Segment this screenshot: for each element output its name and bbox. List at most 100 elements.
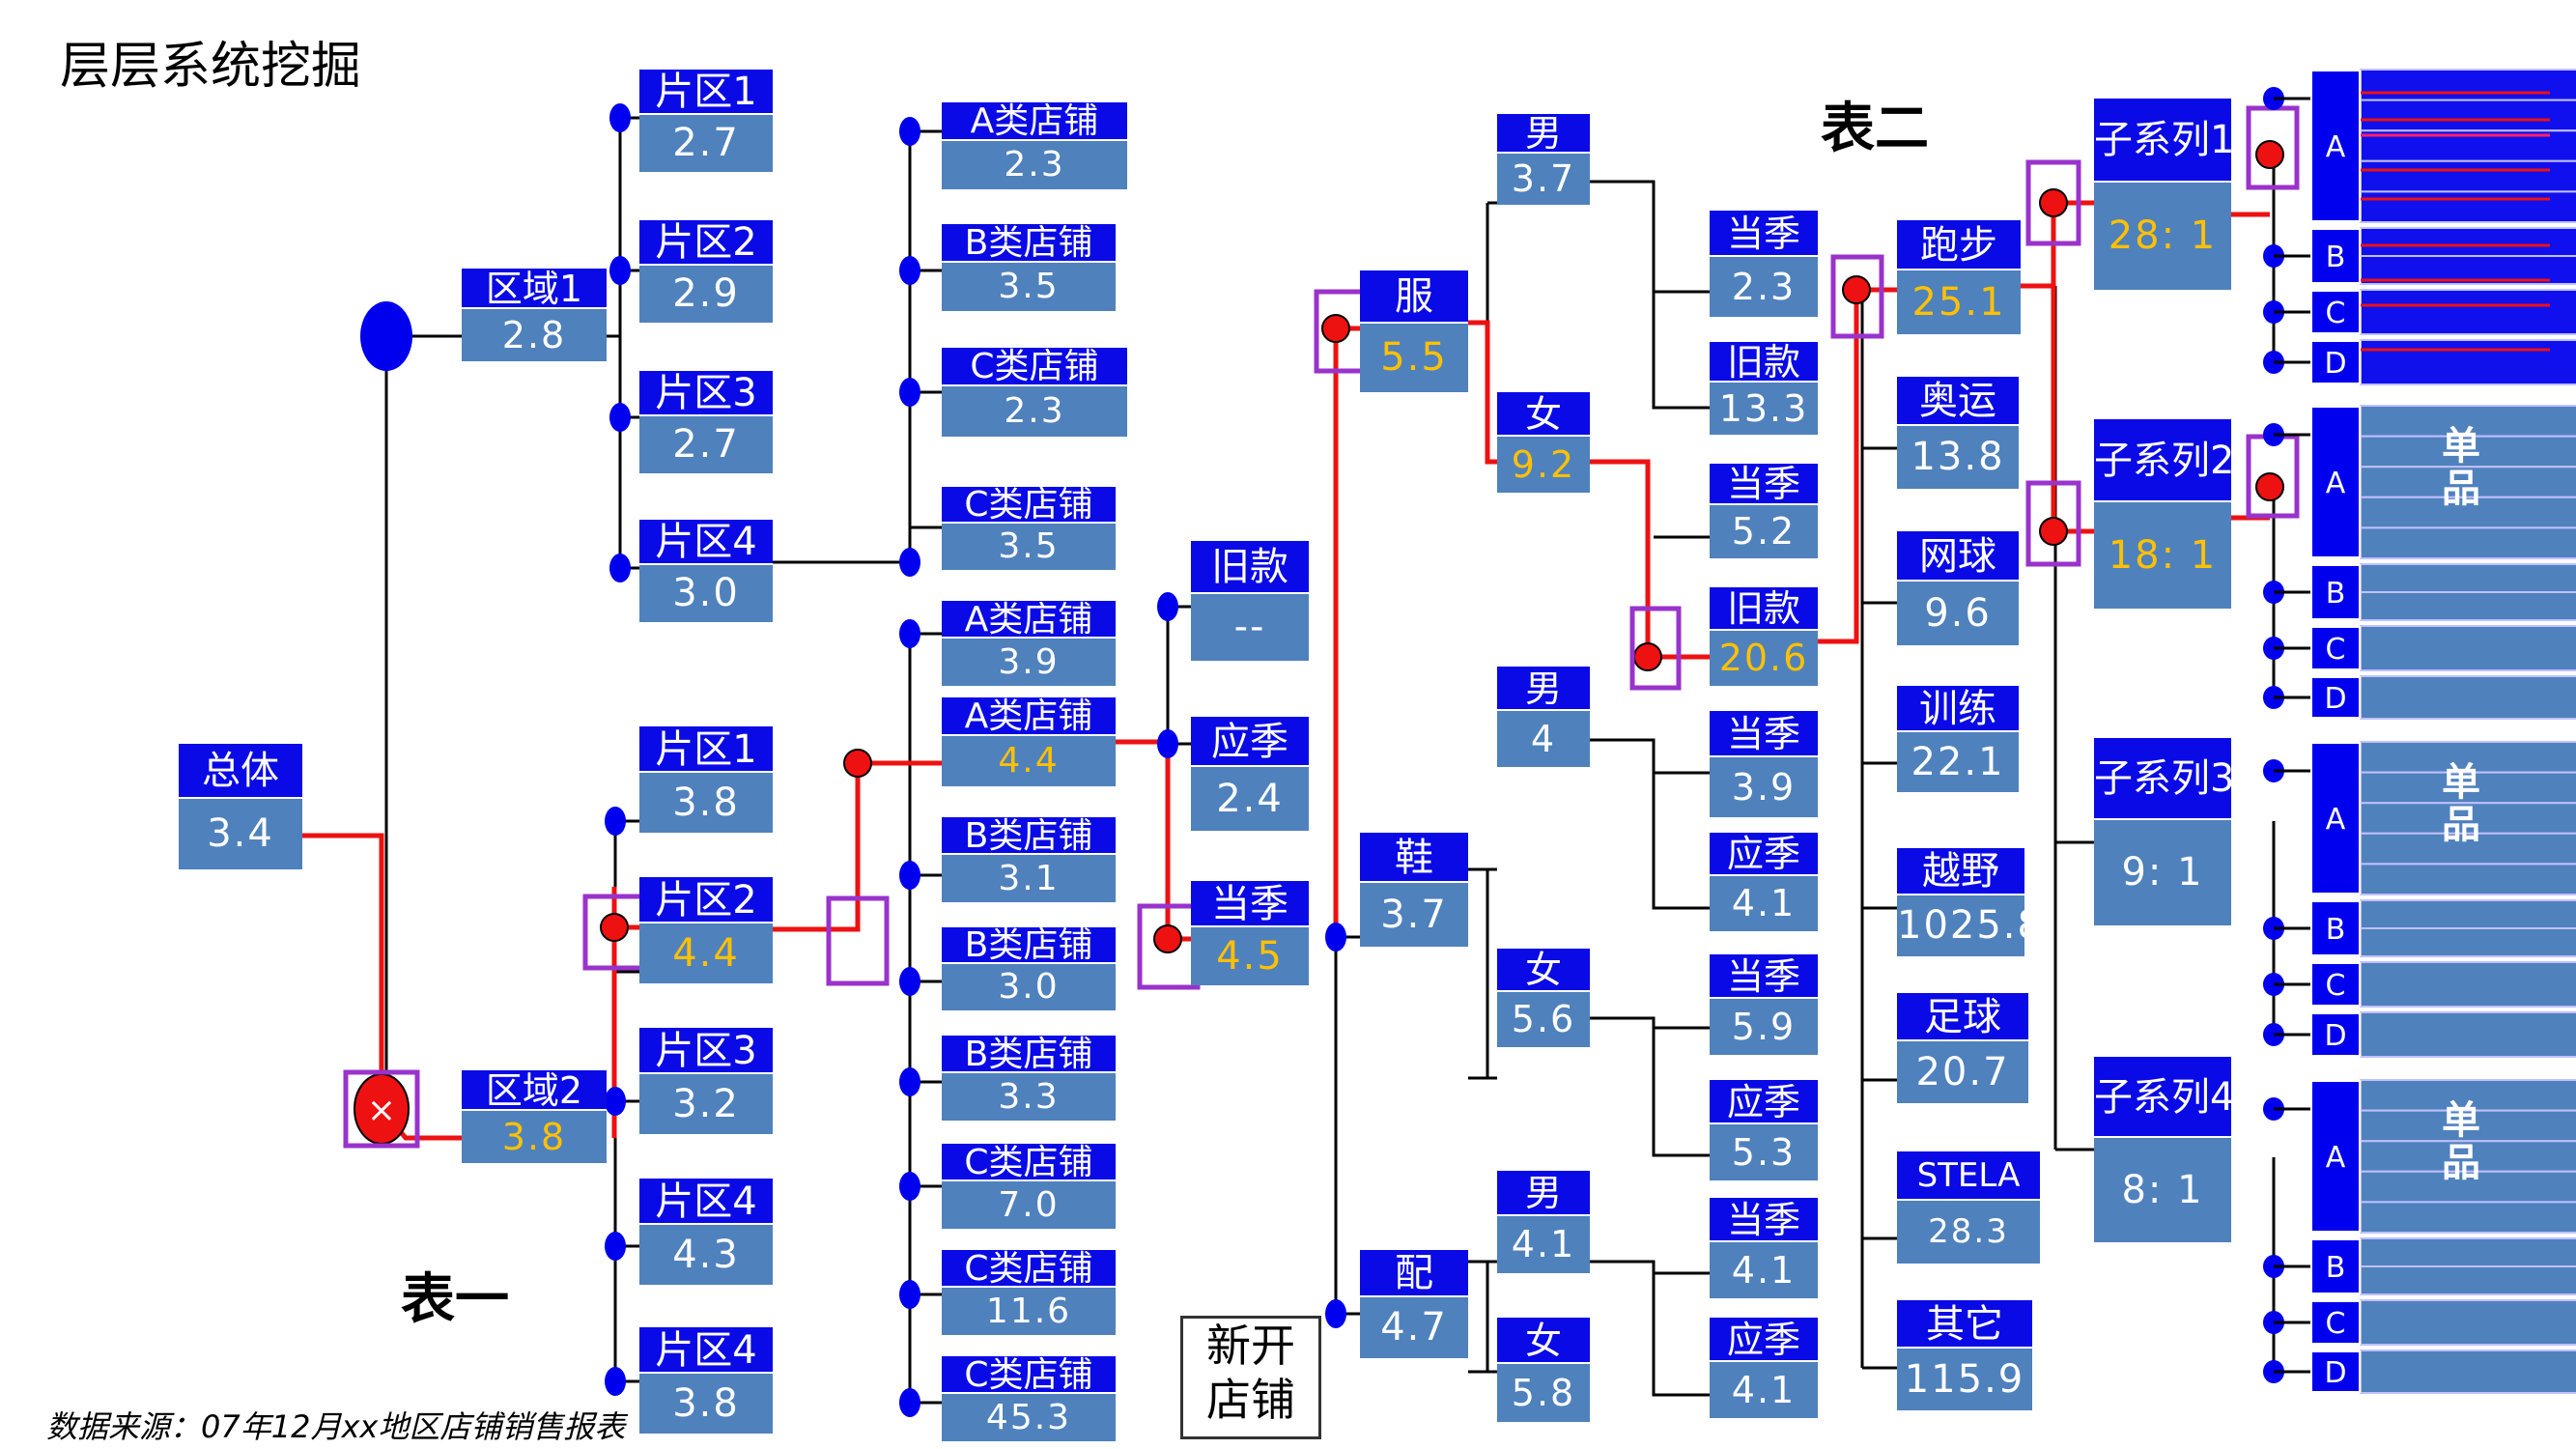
node-label: 片区4	[639, 1327, 773, 1374]
node-value: 2.3	[942, 384, 1127, 437]
single-item-label: 单品	[2442, 424, 2480, 511]
highlight-path	[1116, 739, 1191, 942]
node-value: 3.5	[942, 522, 1116, 570]
selection-box	[1830, 254, 1884, 339]
node-label: B类店铺	[942, 1036, 1116, 1073]
item-strip	[2360, 190, 2576, 223]
abcd-block: C	[2310, 962, 2361, 1007]
item-strip	[2360, 863, 2576, 895]
item-strip	[2360, 526, 2576, 559]
node-value: 2.3	[942, 139, 1127, 189]
node-label: B类店铺	[942, 224, 1116, 263]
junction-dot	[899, 1067, 920, 1096]
item-strip	[2360, 159, 2576, 193]
junction-dot	[1325, 1299, 1346, 1328]
node-value: 5.6	[1497, 990, 1590, 1047]
new-store-callout: 新开 店铺	[1180, 1316, 1321, 1439]
node-label: 子系列3	[2094, 738, 2231, 820]
node-value: 5.2	[1710, 503, 1818, 558]
node-label: 区域1	[462, 269, 607, 309]
item-strip	[2360, 961, 2576, 1008]
node-label: A类店铺	[942, 601, 1116, 639]
selected-dot	[1842, 275, 1871, 304]
node-label: 男	[1497, 114, 1590, 154]
junction-dot	[899, 861, 920, 890]
selection-box	[1629, 606, 1682, 691]
junction-dot	[899, 1280, 920, 1309]
node-label: 片区2	[639, 877, 773, 923]
item-strip	[2360, 1201, 2576, 1234]
node-value: 4.1	[1710, 1240, 1818, 1298]
node-label: C类店铺	[942, 487, 1116, 524]
item-strip	[2360, 1170, 2576, 1204]
item-strip	[2360, 625, 2576, 671]
node-value: 9.2	[1497, 435, 1590, 493]
junction-dot	[605, 807, 626, 836]
node-value: 13.3	[1710, 381, 1818, 435]
node-label: 当季	[1710, 954, 1818, 999]
node-label: 总体	[179, 744, 302, 799]
node-value: 3.7	[1360, 881, 1468, 947]
item-strip	[2360, 1265, 2576, 1295]
abcd-block: D	[2310, 676, 2361, 719]
node-value: 4.1	[1710, 874, 1818, 931]
node-label: 当季	[1710, 211, 1818, 257]
node-value: 4.1	[1497, 1214, 1590, 1273]
node-value: 18: 1	[2094, 500, 2231, 609]
abcd-block: D	[2310, 1350, 2361, 1393]
node-value: 4.7	[1360, 1295, 1468, 1358]
abcd-block: B	[2310, 1238, 2361, 1294]
item-strip	[2360, 435, 2576, 469]
node-value: 45.3	[942, 1392, 1116, 1441]
connector-line	[1590, 1016, 1710, 1157]
node-label: A类店铺	[942, 102, 1127, 141]
node-label: 当季	[1710, 1198, 1818, 1242]
node-value: 3.3	[942, 1071, 1116, 1121]
selected-dot	[1153, 924, 1182, 953]
item-strip	[2360, 1350, 2576, 1394]
selected-dot	[600, 913, 629, 942]
node-value: 13.8	[1897, 424, 2019, 489]
node-label: 男	[1497, 667, 1590, 711]
junction-dot	[360, 301, 412, 371]
abcd-block: B	[2310, 900, 2361, 956]
item-strip	[2360, 1140, 2576, 1173]
abcd-block: D	[2310, 1012, 2361, 1057]
node-label: 足球	[1897, 993, 2028, 1041]
node-label: 其它	[1897, 1300, 2032, 1349]
node-value: 3.4	[179, 797, 302, 869]
item-strip	[2360, 1237, 2576, 1267]
node-value: 4.4	[942, 734, 1116, 786]
abcd-block: C	[2310, 626, 2361, 670]
item-strip	[2360, 466, 2576, 498]
single-item-label: 单品	[2442, 1098, 2480, 1185]
node-value: 2.3	[1710, 255, 1818, 317]
node-value: 5.9	[1710, 997, 1818, 1055]
node-value: 3.9	[942, 637, 1116, 686]
selection-box	[826, 895, 890, 986]
node-label: 子系列4	[2094, 1057, 2231, 1138]
node-value: 3.9	[1710, 755, 1818, 817]
connector-line	[1590, 1260, 1710, 1397]
abcd-block: C	[2310, 1300, 2361, 1345]
data-source-note: 数据来源：07年12月xx地区店铺销售报表	[46, 1408, 626, 1445]
item-strip	[2360, 899, 2576, 929]
abcd-block: A	[2310, 1080, 2361, 1233]
node-label: A类店铺	[942, 697, 1116, 736]
node-label: 鞋	[1360, 833, 1468, 883]
